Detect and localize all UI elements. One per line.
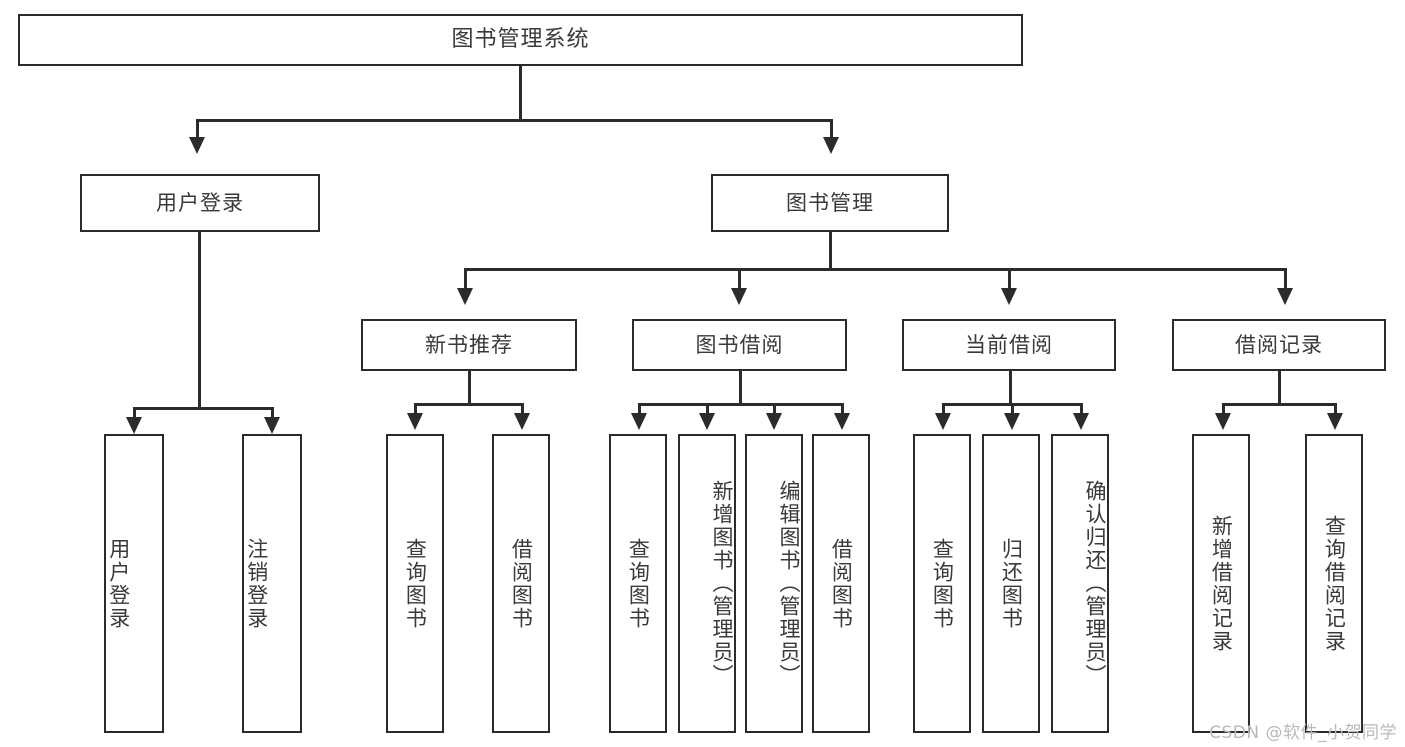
arrow-to-leaf-return-book	[1004, 413, 1020, 430]
arrow-to-user-login	[189, 137, 205, 154]
connector-borrowrecord-bus	[1222, 403, 1336, 406]
leaf-query-book-borrow[interactable]: 查询图书	[609, 434, 667, 733]
arrow-to-leaf-query-book-3	[935, 413, 951, 430]
arrow-to-leaf-borrow-book-2	[834, 413, 850, 430]
leaf-confirm-return-admin[interactable]: 确认归还（管理员）	[1051, 434, 1109, 733]
connector-userlogin-drop-2	[271, 407, 274, 419]
node-book-management[interactable]: 图书管理	[711, 174, 949, 232]
connector-bb-drop-4	[841, 403, 844, 415]
connector-bookborrow-bus	[638, 403, 843, 406]
connector-bookborrow-trunk	[739, 371, 742, 405]
connector-bm-drop-4	[1284, 268, 1287, 290]
leaf-logout[interactable]: 注销登录	[242, 434, 302, 733]
connector-root-trunk	[519, 66, 522, 121]
connector-br-drop-2	[1334, 403, 1337, 415]
leaf-borrow-book[interactable]: 借阅图书	[812, 434, 870, 733]
arrow-to-leaf-add-book	[699, 413, 715, 430]
connector-root-drop-left	[196, 119, 199, 139]
arrow-to-current-borrow	[1001, 288, 1017, 305]
leaf-add-borrow-record[interactable]: 新增借阅记录	[1192, 434, 1250, 733]
connector-userlogin-bus	[133, 407, 274, 410]
connector-bookmanage-bus	[464, 268, 1287, 271]
connector-newbook-drop-2	[521, 403, 524, 415]
leaf-query-book-new[interactable]: 查询图书	[386, 434, 444, 733]
arrow-to-leaf-query-record	[1327, 413, 1343, 430]
leaf-edit-book-admin[interactable]: 编辑图书（管理员）	[745, 434, 803, 733]
connector-cb-drop-1	[942, 403, 945, 415]
arrow-to-leaf-add-record	[1215, 413, 1231, 430]
leaf-query-book-current[interactable]: 查询图书	[913, 434, 971, 733]
connector-newbook-trunk	[468, 371, 471, 405]
connector-currentborrow-trunk	[1009, 371, 1012, 405]
connector-root-drop-right	[830, 119, 833, 139]
arrow-to-borrow-record	[1277, 288, 1293, 305]
connector-br-drop-1	[1222, 403, 1225, 415]
node-root-system[interactable]: 图书管理系统	[18, 14, 1023, 66]
connector-borrowrecord-trunk	[1278, 371, 1281, 405]
node-new-book-recommend[interactable]: 新书推荐	[361, 319, 577, 371]
leaf-add-book-admin[interactable]: 新增图书（管理员）	[678, 434, 736, 733]
connector-userlogin-trunk	[198, 232, 201, 409]
node-book-borrow[interactable]: 图书借阅	[632, 319, 847, 371]
arrow-to-leaf-query-book-1	[407, 413, 423, 430]
arrow-to-book-manage	[823, 137, 839, 154]
connector-bookmanage-trunk	[829, 232, 832, 270]
connector-bb-drop-2	[706, 403, 709, 415]
node-user-login[interactable]: 用户登录	[80, 174, 320, 232]
leaf-return-book[interactable]: 归还图书	[982, 434, 1040, 733]
arrow-to-new-book	[457, 288, 473, 305]
connector-bb-drop-1	[638, 403, 641, 415]
connector-cb-drop-2	[1011, 403, 1014, 415]
leaf-borrow-book-new[interactable]: 借阅图书	[492, 434, 550, 733]
connector-newbook-bus	[414, 403, 523, 406]
arrow-to-leaf-borrow-book-1	[514, 413, 530, 430]
arrow-to-book-borrow	[731, 288, 747, 305]
connector-root-bus	[196, 119, 832, 122]
leaf-user-login[interactable]: 用户登录	[104, 434, 164, 733]
connector-bm-drop-3	[1008, 268, 1011, 290]
arrow-to-leaf-confirm-return	[1073, 413, 1089, 430]
connector-bm-drop-2	[738, 268, 741, 290]
connector-bm-drop-1	[464, 268, 467, 290]
arrow-to-leaf-logout	[264, 417, 280, 434]
leaf-query-borrow-record[interactable]: 查询借阅记录	[1305, 434, 1363, 733]
connector-userlogin-drop-1	[133, 407, 136, 419]
connector-cb-drop-3	[1080, 403, 1083, 415]
arrow-to-leaf-user-login	[126, 417, 142, 434]
arrow-to-leaf-query-book-2	[631, 413, 647, 430]
node-current-borrow[interactable]: 当前借阅	[902, 319, 1116, 371]
connector-bb-drop-3	[773, 403, 776, 415]
connector-newbook-drop-1	[414, 403, 417, 415]
node-borrow-record[interactable]: 借阅记录	[1172, 319, 1386, 371]
arrow-to-leaf-edit-book	[766, 413, 782, 430]
